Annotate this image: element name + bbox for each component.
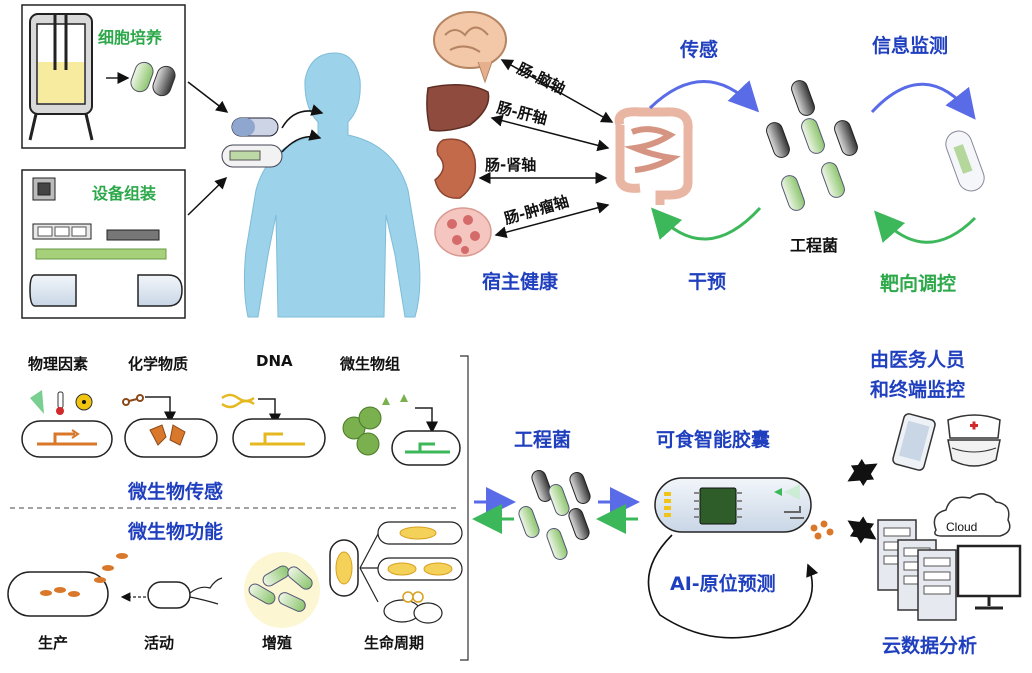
gold-pins-icon — [664, 492, 671, 517]
intervention-arrow — [651, 206, 762, 241]
ai-prediction-label: AI-原位预测 — [670, 572, 776, 595]
edible-capsule-label: 可食智能胶囊 — [656, 428, 771, 451]
release-particles-icon — [810, 520, 834, 540]
intervention-label: 干预 — [688, 271, 726, 293]
bioreactor-icon — [28, 13, 94, 141]
engineered-bacteria-bottom-cluster — [518, 470, 591, 560]
chemical-substances-label: 化学物质 — [128, 355, 188, 373]
gut-brain-axis-label: 肠-脑轴 — [514, 59, 568, 98]
brain-icon — [433, 11, 507, 84]
monitor-label-line1: 由医务人员 — [870, 348, 965, 371]
capsule-halves-icon — [29, 274, 183, 307]
host-health-label: 宿主健康 — [482, 270, 559, 293]
engineered-bacteria-cluster — [766, 80, 858, 211]
monitor-icon — [956, 544, 1022, 610]
microbial-sensing-label: 微生物传感 — [127, 480, 223, 503]
targeted-regulation-label: 靶向调控 — [880, 272, 956, 295]
bracket — [460, 355, 469, 661]
gut-liver-axis-label: 肠-肝轴 — [495, 98, 549, 128]
cloud-label: Cloud — [946, 520, 977, 534]
gut-tumor-axis-label: 肠-肿瘤轴 — [502, 192, 571, 228]
info-monitoring-label: 信息监测 — [872, 34, 948, 57]
engineered-bacteria-top-label: 工程菌 — [790, 236, 838, 255]
human-body-silhouette — [243, 52, 421, 318]
tumor-icon — [434, 207, 492, 257]
dna-label: DNA — [256, 352, 293, 370]
processor-chip-icon — [694, 487, 742, 525]
sensing-label: 传感 — [679, 38, 718, 61]
activity-label: 活动 — [144, 634, 174, 652]
liver-icon — [426, 84, 490, 132]
monitor-label-line2: 和终端监控 — [870, 378, 965, 401]
chip-icon — [32, 177, 56, 201]
monitoring-arrow — [870, 82, 976, 120]
production-cell — [7, 553, 128, 617]
cloud-icon — [933, 493, 1011, 537]
dna-sensor-cell — [221, 393, 326, 458]
cell-culture-panel: 细胞培养 — [21, 4, 186, 149]
physical-factors-label: 物理因素 — [28, 355, 88, 373]
intestine-icon — [614, 107, 693, 205]
proliferation-label: 增殖 — [262, 634, 292, 652]
life-cycle-label: 生命周期 — [364, 634, 424, 652]
cloud-analysis-label: 云数据分析 — [882, 634, 977, 657]
cell-culture-label: 细胞培养 — [98, 28, 163, 47]
physical-sensor-cell — [21, 420, 113, 458]
circuit-board-icon — [32, 223, 167, 260]
sensing-arrow — [648, 80, 760, 113]
smartphone-icon — [892, 413, 936, 471]
proliferation-icon — [244, 552, 320, 628]
smart-capsule-icon — [654, 477, 812, 533]
medical-staff-icon — [947, 414, 1001, 467]
chemical-sensor-cell — [122, 394, 218, 458]
device-assembly-label: 设备组装 — [92, 184, 156, 203]
kidney-icon — [434, 138, 477, 199]
cloud-link-arrow — [847, 516, 877, 544]
capsule-pills-icon — [221, 117, 283, 168]
servers-icon — [877, 519, 957, 621]
activity-cell — [120, 577, 223, 609]
culture-bacteria-icon — [130, 61, 176, 97]
production-label: 生产 — [38, 634, 68, 652]
monitor-link-arrow — [847, 458, 878, 487]
gut-kidney-axis-label: 肠-肾轴 — [485, 156, 536, 174]
ai-loop-arrow — [647, 534, 819, 639]
engineered-bacteria-bottom-label: 工程菌 — [514, 428, 571, 451]
capsule-device-small-icon — [945, 130, 985, 192]
regulation-arrow — [874, 210, 977, 244]
device-assembly-panel: 设备组装 — [21, 169, 186, 319]
microbiome-sensor-cell — [342, 394, 461, 466]
physical-factor-icons — [30, 390, 93, 415]
microbiome-label: 微生物组 — [339, 355, 400, 373]
life-cycle-icon — [329, 521, 463, 624]
microbial-function-label: 微生物功能 — [127, 520, 223, 543]
